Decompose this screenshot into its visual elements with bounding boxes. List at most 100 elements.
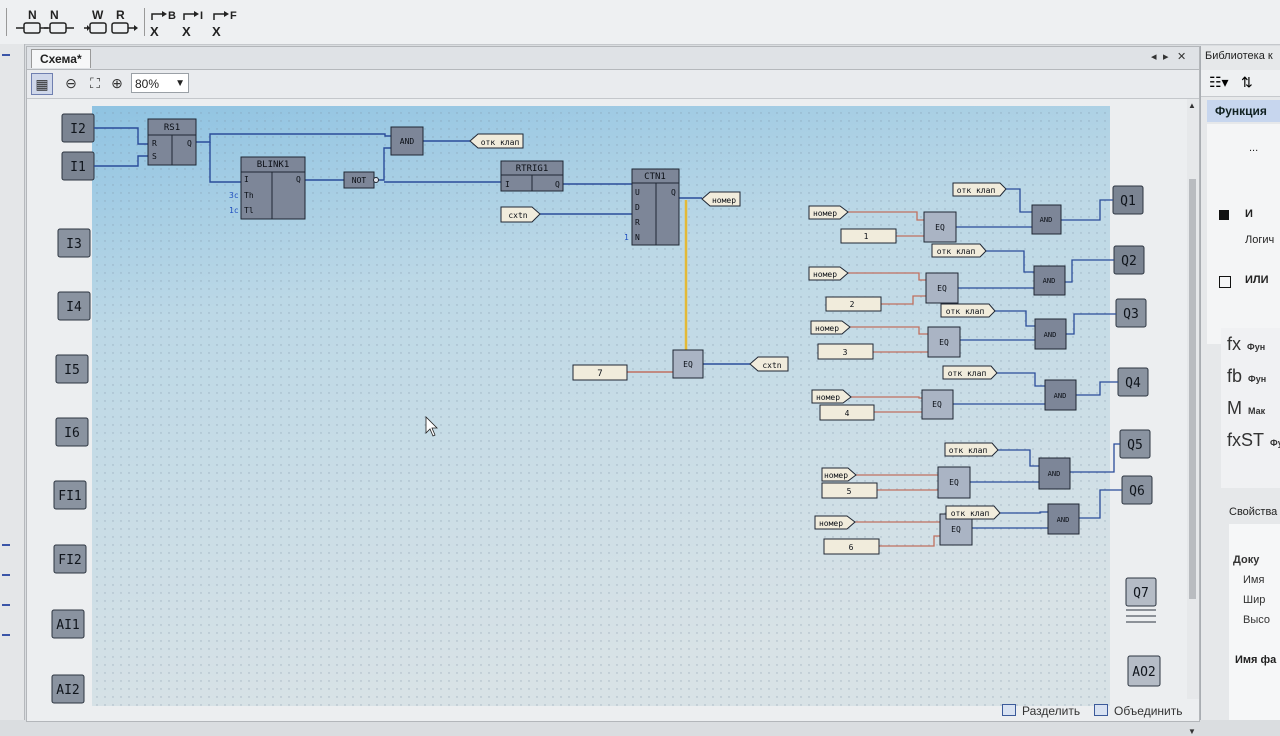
function-item-fxst[interactable]: fxSTФун [1227,430,1280,451]
and-block[interactable]: AND [1033,265,1066,296]
and-block[interactable]: AND [1047,503,1080,535]
output-terminal-q3[interactable]: Q3 [1115,298,1147,328]
tab-schema[interactable]: Схема* [31,49,91,68]
tag-nomer[interactable]: номер [821,467,857,482]
scroll-down-icon[interactable]: ▼ [1188,727,1196,736]
scroll-up-icon[interactable]: ▲ [1188,101,1196,110]
output-terminal-q7[interactable]: Q7 [1125,577,1157,623]
n-contact-right-button[interactable]: N [44,6,84,38]
output-terminal-q2[interactable]: Q2 [1113,245,1145,275]
tag-nomer[interactable]: номер [811,389,852,404]
const-7[interactable]: 7 [572,364,628,381]
tag-sxtn-in[interactable]: cxtn [500,206,541,223]
n-contact-left-label: N [28,8,37,22]
const-box[interactable]: 4 [819,404,875,421]
tag-otk-klap[interactable]: отк клап [940,303,996,318]
block-blink1[interactable]: BLINK1 I Th Tl Q 3c 1c [229,156,306,220]
tag-otk-klap[interactable]: отк клап [945,505,1001,520]
pin-label: U [635,188,640,197]
tag-sxtn-out[interactable]: cxtn [749,356,789,372]
output-terminal-q5[interactable]: Q5 [1119,429,1151,459]
block-rs1[interactable]: RS1 R S Q [147,118,197,166]
output-terminal-q6[interactable]: Q6 [1121,475,1153,505]
zoom-in-icon[interactable]: ⊕ [111,75,123,91]
input-terminal-i1[interactable]: I1 [61,151,95,181]
zoom-fit-icon[interactable]: ⛶ [90,75,100,91]
grid-toggle-icon[interactable]: ▦ [31,73,53,95]
and-block[interactable]: AND [1031,204,1062,235]
tag-nomer-out[interactable]: номер [701,191,741,207]
tag-otk-klap[interactable]: отк клап [952,182,1007,197]
jump-b-label: B [168,10,176,22]
tab-nav-right-icon[interactable]: ▸ [1163,51,1169,63]
zoom-level-select[interactable]: 80%▼ [131,73,189,93]
input-terminal-i6[interactable]: I6 [55,417,89,447]
tag-nomer[interactable]: номер [808,266,849,281]
scrollbar-thumb[interactable] [1189,179,1196,599]
w-coil-button[interactable]: W [84,6,124,38]
merge-button[interactable]: Объединить [1094,704,1183,718]
tag-nomer[interactable]: номер [810,320,851,335]
split-button[interactable]: Разделить [1002,704,1080,718]
eq-block[interactable]: EQ [927,326,961,358]
and-block[interactable]: AND [1044,379,1077,411]
input-terminal-fi2[interactable]: FI2 [53,544,87,574]
sort-icon[interactable]: ⇅ [1241,74,1253,90]
block-rtrig1[interactable]: RTRIG1 I Q [500,160,564,192]
eq-block[interactable]: EQ [925,272,959,304]
library-item-and[interactable]: И [1245,208,1253,220]
tag-otk-klap[interactable]: отк клап [931,243,987,258]
const-box[interactable]: 2 [825,296,882,312]
and-block[interactable]: AND [1038,457,1071,490]
chevron-down-icon: ▼ [175,78,185,89]
library-item-or[interactable]: ИЛИ [1245,274,1269,286]
input-terminal-ai2[interactable]: AI2 [51,674,85,704]
block-and[interactable]: AND [390,126,424,156]
const-box[interactable]: 1 [840,228,897,244]
input-terminal-i3[interactable]: I3 [57,228,91,258]
block-not[interactable]: NOT [343,171,379,189]
output-terminal-q4[interactable]: Q4 [1117,367,1149,397]
library-section-header[interactable]: Функция [1207,100,1280,122]
pin-label: R [152,139,157,148]
and-block[interactable]: AND [1034,318,1067,350]
input-terminal-i2[interactable]: I2 [61,113,95,143]
zoom-out-icon[interactable]: ⊖ [65,75,77,91]
block-title: EQ [935,223,945,232]
input-terminal-i5[interactable]: I5 [55,354,89,384]
const-box[interactable]: 3 [817,343,874,360]
filter-icon[interactable]: ☷▾ [1209,74,1229,90]
n-contact-left-button[interactable]: N [14,6,54,38]
tab-close-icon[interactable]: ✕ [1177,51,1187,63]
pin-label: Q [187,139,192,148]
const-box[interactable]: 6 [823,538,880,555]
left-panel-strip[interactable] [0,44,25,720]
output-terminal-ao2[interactable]: AO2 [1127,655,1161,687]
const-value: 7 [597,369,602,379]
input-terminal-fi1[interactable]: FI1 [53,480,87,510]
tag-otk-klap[interactable]: отк клап [944,442,999,457]
properties-group-document[interactable]: Доку [1233,554,1260,566]
tag-nomer[interactable]: номер [808,205,849,220]
input-terminal-i4[interactable]: I4 [57,291,91,321]
eq-block[interactable]: EQ [937,466,971,499]
tag-nomer[interactable]: номер [814,515,856,530]
tag-otk-klap[interactable]: отк клап [469,133,524,149]
tag-otk-klap[interactable]: отк клап [942,365,998,380]
block-ctn1[interactable]: CTN1 U D R N Q 1 [624,168,680,246]
const-box[interactable]: 5 [821,482,878,499]
schema-canvas[interactable]: I2 I1 I3 I4 I5 I6 FI1 FI2 AI1 AI2 Q1 Q2 … [0,0,1280,720]
eq-block[interactable]: EQ [921,389,954,420]
block-eq-main[interactable]: EQ [672,349,704,379]
output-terminal-q1[interactable]: Q1 [1112,185,1144,215]
input-terminal-ai1[interactable]: AI1 [51,609,85,639]
tab-nav-left-icon[interactable]: ◂ [1151,51,1157,63]
r-coil-button[interactable]: R [110,6,150,38]
eq-block[interactable]: EQ [923,211,957,243]
